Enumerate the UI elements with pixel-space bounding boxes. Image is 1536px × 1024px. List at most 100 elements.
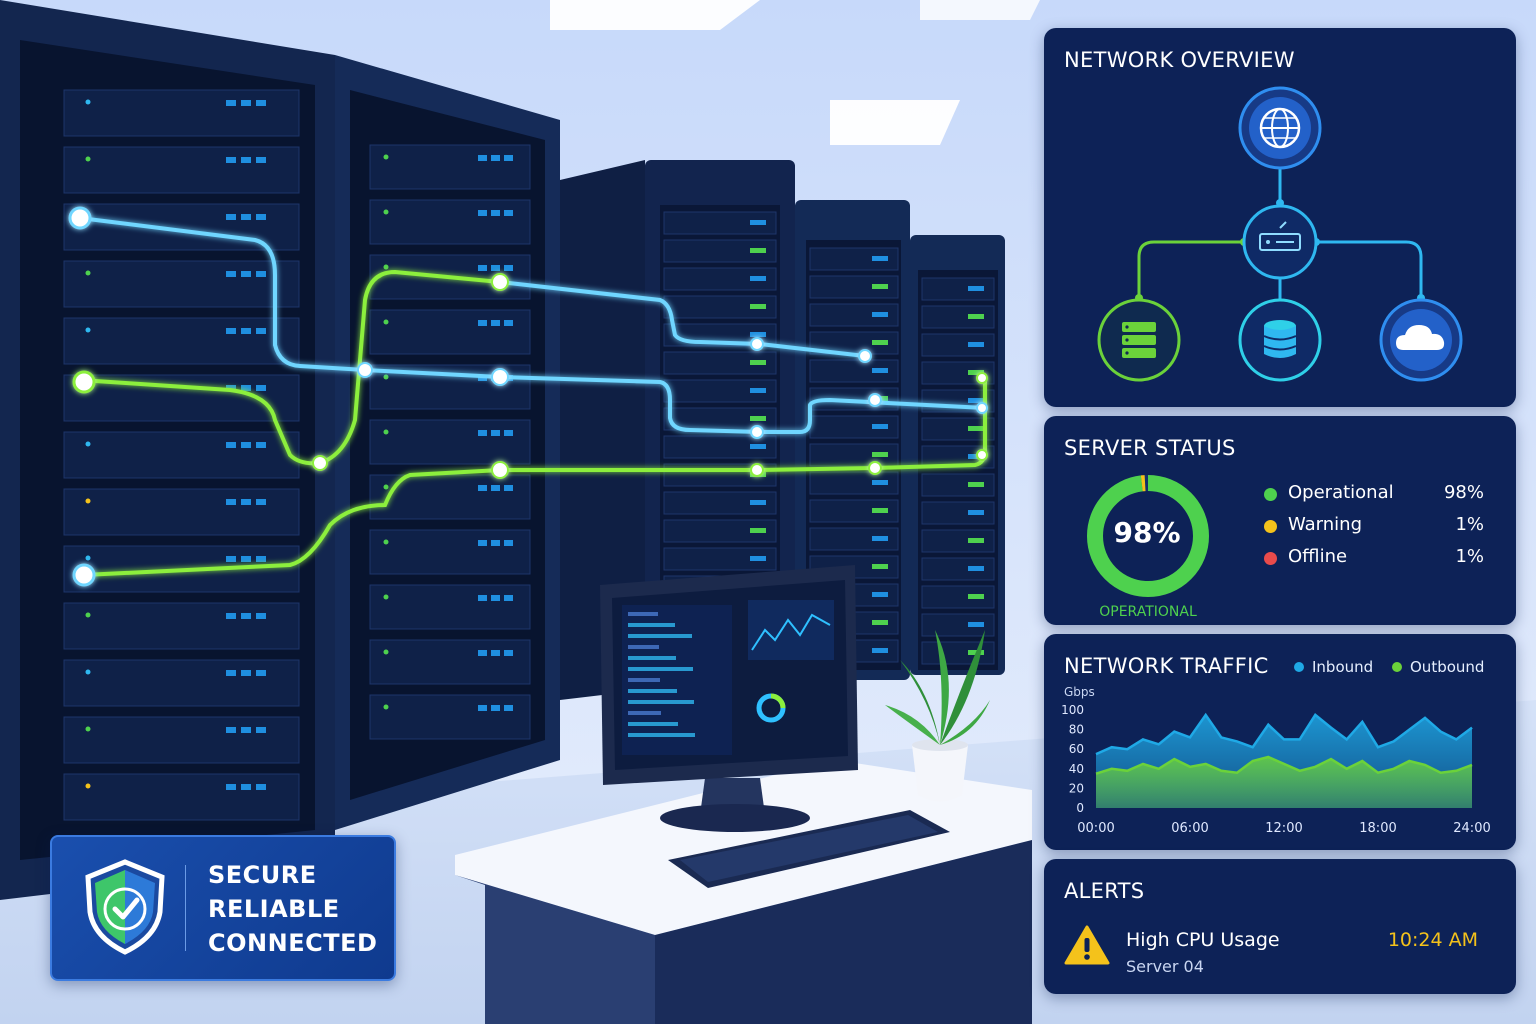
rack-indicator — [256, 613, 266, 619]
rack-indicator — [750, 248, 766, 253]
rack-indicator — [478, 485, 487, 491]
alert-title: High CPU Usage — [1126, 929, 1280, 951]
rack-slot — [809, 443, 899, 467]
rack-slot — [921, 333, 995, 357]
rack-slot — [63, 146, 300, 194]
rack-indicator — [491, 540, 500, 546]
rack-slot — [63, 431, 300, 479]
rack-indicator — [968, 594, 984, 599]
rack-indicator — [968, 314, 984, 319]
rack-indicator — [504, 540, 513, 546]
screen-text-line — [628, 689, 677, 693]
rack-indicator — [872, 536, 888, 541]
rack-indicator — [241, 613, 251, 619]
rack-indicator — [504, 430, 513, 436]
rack-indicator — [968, 566, 984, 571]
y-tick-label: 100 — [1061, 703, 1084, 717]
rack-indicator — [968, 510, 984, 515]
rack-indicator — [256, 100, 266, 106]
rack-indicator — [256, 157, 266, 163]
rack-slot — [663, 519, 777, 543]
screen-text-line — [628, 634, 692, 638]
screen-text-line — [628, 645, 659, 649]
rack-indicator — [241, 385, 251, 391]
rack-indicator — [226, 385, 236, 391]
rack-led — [85, 441, 91, 447]
rack-slot — [921, 613, 995, 637]
rack-indicator — [478, 320, 487, 326]
donut-segment-operational — [1087, 475, 1209, 597]
server-status-panel: SERVER STATUS 98% OPERATIONAL Operationa… — [1044, 416, 1516, 625]
monitor-screen-content — [628, 612, 695, 737]
alerts-title: ALERTS — [1064, 879, 1145, 903]
rack-indicator — [226, 328, 236, 334]
badge-line-reliable: RELIABLE — [208, 895, 340, 923]
status-donut-chart — [1087, 475, 1209, 597]
rack-indicator — [226, 157, 236, 163]
rack-indicator — [968, 286, 984, 291]
status-dot-operational — [1264, 488, 1277, 501]
rack-indicator — [226, 271, 236, 277]
rack-indicator — [968, 370, 984, 375]
rack-indicator — [478, 265, 487, 271]
legend-inbound-dot — [1294, 662, 1304, 672]
alert-time: 10:24 AM — [1387, 929, 1478, 951]
rack-indicator — [504, 705, 513, 711]
y-tick-label: 40 — [1069, 762, 1084, 776]
rack-slot — [921, 445, 995, 469]
rack-indicator — [750, 500, 766, 505]
rack-indicator — [241, 727, 251, 733]
shield-check-icon — [85, 859, 165, 955]
rack-indicator — [504, 155, 513, 161]
rack-indicator — [478, 595, 487, 601]
screen-text-line — [628, 612, 658, 616]
rack-slot — [63, 602, 300, 650]
rack-indicator — [750, 416, 766, 421]
alerts-panel: ALERTS High CPU Usage Server 04 10:24 AM — [1044, 859, 1516, 994]
rack-led — [383, 649, 389, 655]
rack-indicator — [750, 528, 766, 533]
potted-plant — [885, 630, 990, 802]
x-tick-label: 06:00 — [1171, 821, 1208, 836]
rack-slot — [921, 305, 995, 329]
rack-slot — [921, 501, 995, 525]
rack-indicator — [504, 320, 513, 326]
rack-indicator — [256, 442, 266, 448]
network-traffic-title: NETWORK TRAFFIC — [1064, 654, 1269, 678]
status-value: 1% — [1455, 514, 1484, 535]
rack-indicator — [491, 320, 500, 326]
rack-indicator — [872, 312, 888, 317]
y-axis-unit: Gbps — [1064, 685, 1095, 699]
screen-text-line — [628, 678, 660, 682]
rack-slot — [809, 247, 899, 271]
donut-caption: OPERATIONAL — [1099, 604, 1197, 620]
x-tick-label: 00:00 — [1077, 821, 1114, 836]
rack-indicator — [872, 620, 888, 625]
rack-indicator — [241, 670, 251, 676]
rack-slot — [369, 199, 531, 245]
legend-inbound: Inbound — [1294, 658, 1373, 676]
rack-slot — [369, 144, 531, 190]
rack-slot — [921, 557, 995, 581]
rack-slot — [809, 303, 899, 327]
rack-indicator — [968, 426, 984, 431]
rack-led — [85, 612, 91, 618]
rack-indicator — [478, 650, 487, 656]
rack-slot — [663, 547, 777, 571]
rack-indicator — [256, 385, 266, 391]
alert-subtitle: Server 04 — [1126, 957, 1204, 976]
screen-text-line — [628, 656, 676, 660]
rack-slot — [921, 277, 995, 301]
rack-slot — [63, 260, 300, 308]
rack-led — [383, 429, 389, 435]
rack-slot — [369, 529, 531, 575]
rack-indicator — [491, 210, 500, 216]
screen-text-line — [628, 623, 675, 627]
rack-slot — [663, 435, 777, 459]
rack-indicator — [750, 276, 766, 281]
rack-indicator — [256, 556, 266, 562]
rack-led — [383, 594, 389, 600]
screen-text-line — [628, 667, 693, 671]
rack-indicator — [872, 480, 888, 485]
network-topology-diagram — [1097, 86, 1463, 382]
